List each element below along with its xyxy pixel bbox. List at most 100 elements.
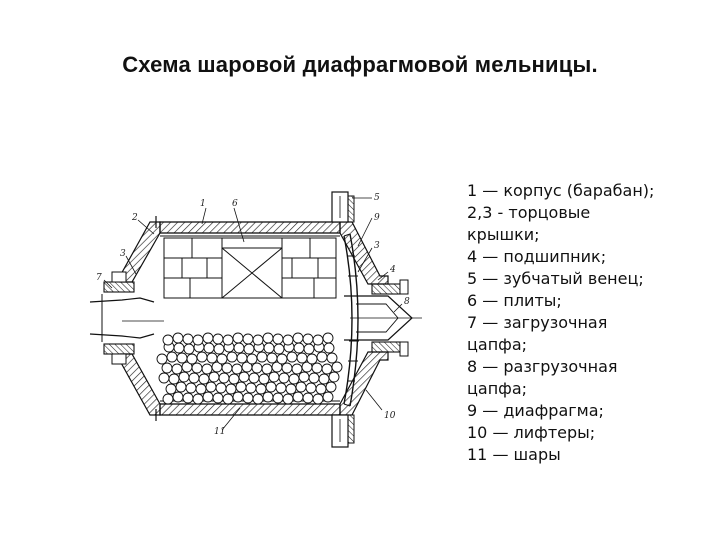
ball bbox=[268, 371, 280, 383]
ball bbox=[331, 361, 343, 373]
mill-drawing: 1 6 5 9 2 3 3 4 7 8 10 11 bbox=[89, 191, 422, 448]
ball bbox=[292, 332, 304, 344]
ball bbox=[203, 342, 215, 354]
ball bbox=[282, 393, 294, 405]
ball bbox=[215, 382, 227, 394]
legend-line: 8 — разгрузочная bbox=[467, 357, 618, 376]
ball bbox=[208, 371, 220, 383]
ball bbox=[328, 371, 340, 383]
ball bbox=[321, 363, 333, 375]
ball bbox=[318, 373, 330, 385]
legend-line: 7 — загрузочная bbox=[467, 313, 608, 332]
ball bbox=[185, 382, 197, 394]
ball bbox=[312, 393, 324, 405]
ball bbox=[305, 382, 317, 394]
ball bbox=[252, 334, 264, 346]
ball bbox=[188, 372, 200, 384]
ball bbox=[232, 391, 244, 403]
ball bbox=[182, 333, 194, 345]
callout-3-right: 3 bbox=[374, 241, 380, 251]
ball bbox=[195, 383, 207, 395]
ball bbox=[178, 371, 190, 383]
legend-line: крышки; bbox=[467, 225, 540, 244]
ball bbox=[172, 391, 184, 403]
ball bbox=[276, 353, 288, 365]
ball bbox=[196, 351, 208, 363]
ball bbox=[171, 363, 183, 375]
ball bbox=[242, 392, 254, 404]
ball bbox=[236, 352, 248, 364]
ball bbox=[192, 393, 204, 405]
ball bbox=[326, 352, 338, 364]
callout-2: 2 bbox=[131, 213, 138, 223]
legend-line: 10 — лифтеры; bbox=[467, 423, 596, 442]
ball bbox=[206, 352, 218, 364]
legend-line: 1 — корпус (барабан); bbox=[467, 181, 655, 200]
ball bbox=[161, 362, 173, 374]
ball bbox=[176, 352, 188, 364]
ball bbox=[221, 362, 233, 374]
ball bbox=[162, 393, 174, 405]
ball bbox=[166, 351, 178, 363]
ball bbox=[302, 333, 314, 345]
ball bbox=[272, 392, 284, 404]
ball bbox=[265, 381, 277, 393]
ball bbox=[246, 353, 258, 365]
ball bbox=[225, 383, 237, 395]
ball bbox=[262, 332, 274, 344]
discharge-trunnion bbox=[344, 279, 422, 357]
ball bbox=[322, 391, 334, 403]
ball bbox=[286, 351, 298, 363]
callout-8: 8 bbox=[404, 297, 410, 307]
callout-labels: 1 6 5 9 2 3 3 4 7 8 10 11 bbox=[96, 193, 410, 437]
ball bbox=[245, 382, 257, 394]
ball bbox=[233, 342, 245, 354]
ball bbox=[186, 353, 198, 365]
ball bbox=[251, 362, 263, 374]
ball bbox=[315, 383, 327, 395]
page-title: Схема шаровой диафрагмовой мельницы. bbox=[122, 52, 598, 77]
ball bbox=[322, 332, 334, 344]
ball bbox=[162, 334, 174, 346]
callout-3-left: 3 bbox=[120, 249, 126, 259]
ball bbox=[323, 342, 335, 354]
callout-1: 1 bbox=[200, 199, 206, 209]
ball bbox=[213, 343, 225, 355]
ball bbox=[306, 353, 318, 365]
ball bbox=[256, 351, 268, 363]
ball bbox=[293, 342, 305, 354]
ball bbox=[275, 382, 287, 394]
ball bbox=[295, 381, 307, 393]
ball bbox=[255, 383, 267, 395]
ball bbox=[202, 391, 214, 403]
ball bbox=[202, 332, 214, 344]
ball bbox=[281, 362, 293, 374]
legend-line: 6 — плиты; bbox=[467, 291, 562, 310]
ball bbox=[232, 332, 244, 344]
ball bbox=[231, 363, 243, 375]
loading-trunnion bbox=[89, 271, 164, 365]
leader-lines bbox=[103, 197, 403, 431]
ball bbox=[243, 343, 255, 355]
ball bbox=[312, 334, 324, 346]
ball bbox=[235, 381, 247, 393]
legend-line: 11 — шары bbox=[467, 445, 561, 464]
ball bbox=[228, 373, 240, 385]
ball bbox=[158, 372, 170, 384]
legend-line: 4 — подшипник; bbox=[467, 247, 607, 266]
ball bbox=[198, 373, 210, 385]
ball bbox=[192, 334, 204, 346]
ball bbox=[222, 334, 234, 346]
ball bbox=[263, 342, 275, 354]
legend-line: цапфа; bbox=[467, 335, 528, 354]
ball bbox=[218, 372, 230, 384]
ball bbox=[288, 373, 300, 385]
ball bbox=[242, 333, 254, 345]
ball bbox=[291, 363, 303, 375]
ball bbox=[302, 392, 314, 404]
ball bbox=[183, 343, 195, 355]
ball bbox=[298, 371, 310, 383]
legend-line: 2,3 - торцовые bbox=[467, 203, 591, 222]
ball-charge bbox=[156, 332, 343, 405]
ball bbox=[316, 351, 328, 363]
